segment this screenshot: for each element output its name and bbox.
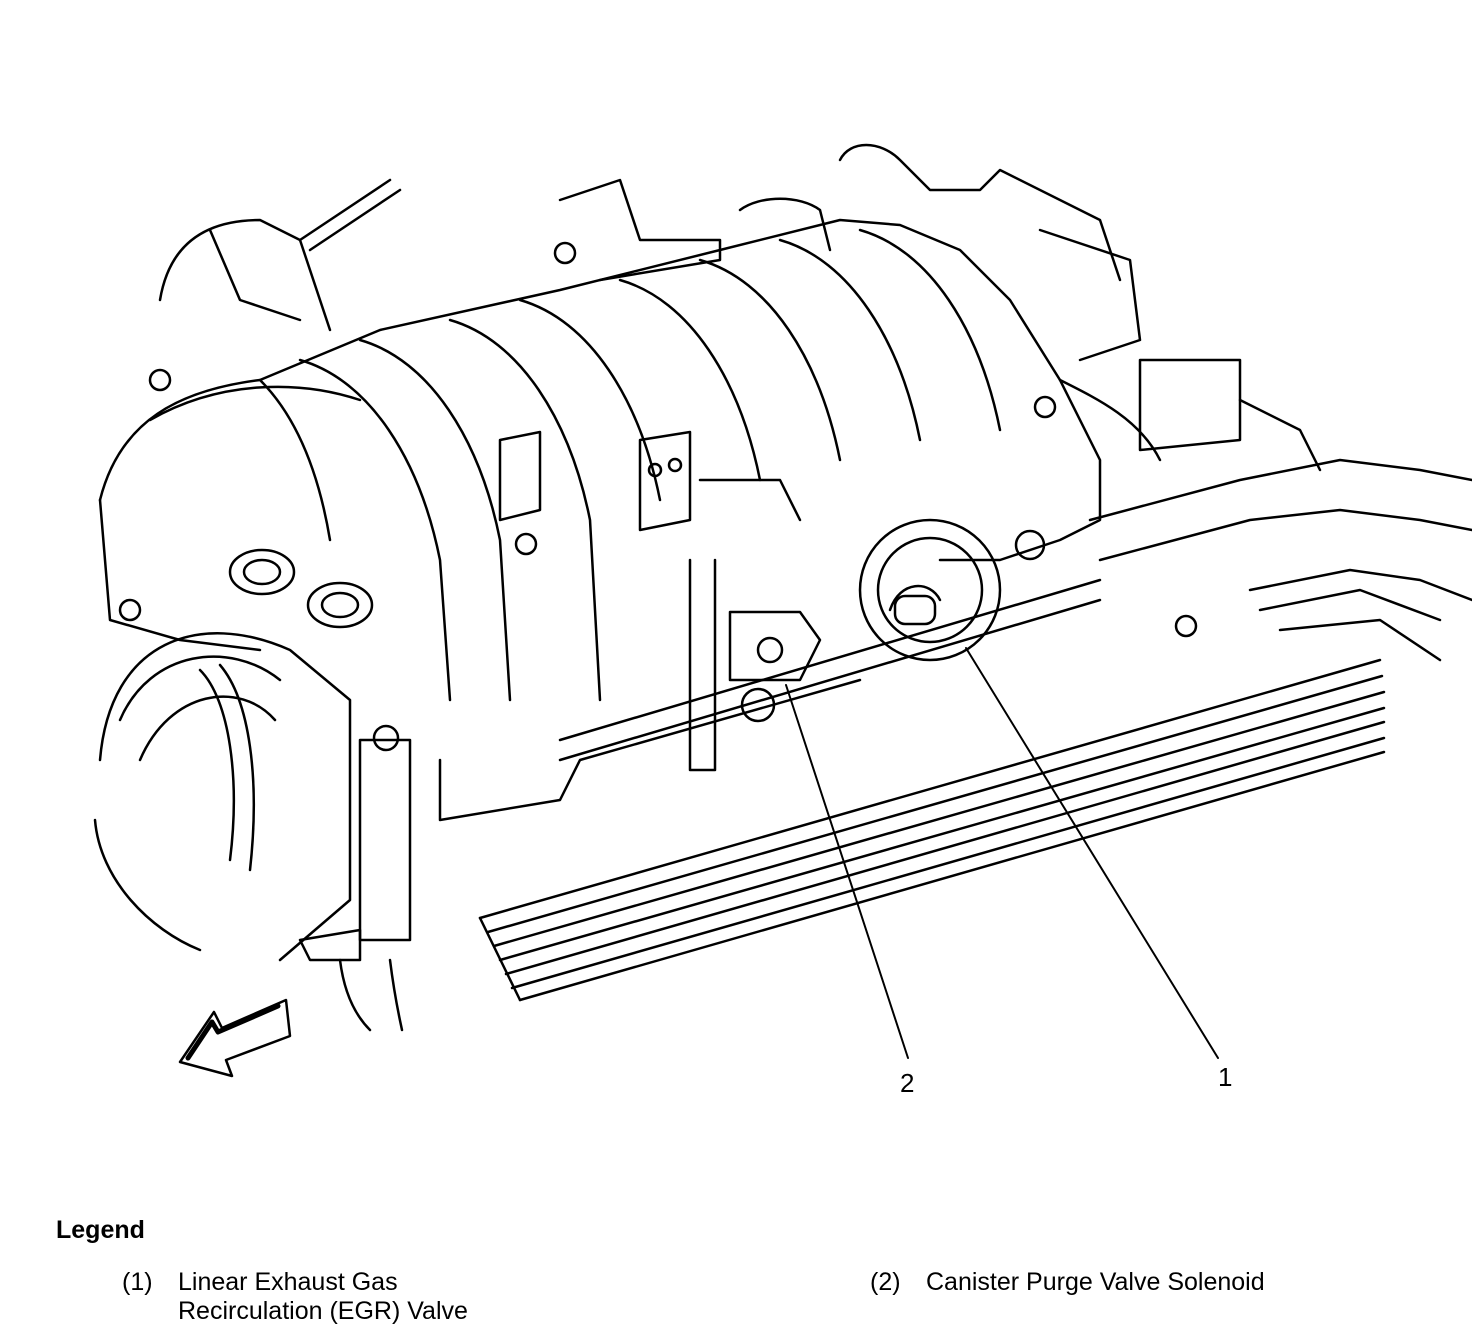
callout-2-leader bbox=[785, 684, 909, 1059]
engine-intake-manifold-illustration: 1 2 bbox=[93, 143, 1472, 1098]
callout-1-number: 1 bbox=[1218, 1062, 1232, 1092]
bracket bbox=[498, 430, 692, 532]
callout-2-number: 2 bbox=[900, 1068, 914, 1098]
callout-1-leader bbox=[965, 647, 1219, 1059]
legend-title: Legend bbox=[56, 1216, 145, 1244]
legend-item-2-number: (2) bbox=[870, 1268, 901, 1296]
egr-valve bbox=[858, 518, 1002, 662]
legend-item-1-number: (1) bbox=[122, 1268, 153, 1296]
throttle-body bbox=[93, 632, 352, 962]
fuel-rail bbox=[478, 658, 1386, 1002]
bolts bbox=[118, 241, 1198, 752]
legend-item-2: (2) Canister Purge Valve Solenoid bbox=[870, 1268, 1370, 1300]
vacuum-ports bbox=[228, 548, 374, 629]
canister-purge-solenoid bbox=[688, 478, 822, 772]
legend-item-1: (1) Linear Exhaust Gas Recirculation (EG… bbox=[122, 1268, 642, 1328]
right-hoses bbox=[1088, 458, 1472, 662]
front-direction-arrow-icon bbox=[178, 998, 292, 1078]
legend-item-1-text: Linear Exhaust Gas Recirculation (EGR) V… bbox=[178, 1268, 468, 1325]
lower-stud bbox=[298, 738, 412, 1032]
intake-manifold bbox=[98, 218, 1102, 822]
legend-item-2-text: Canister Purge Valve Solenoid bbox=[926, 1268, 1265, 1296]
upper-hardware bbox=[158, 143, 1322, 472]
